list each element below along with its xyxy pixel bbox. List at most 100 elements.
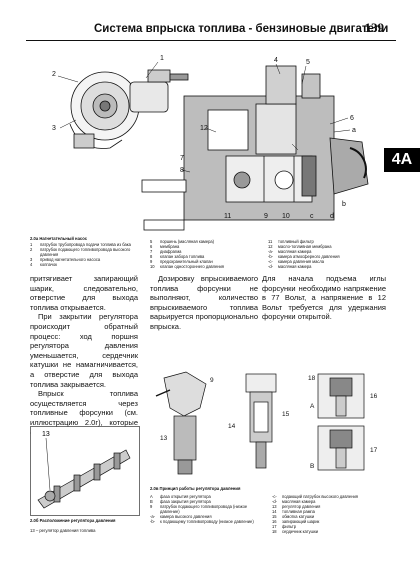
legend-key: 2 [30, 247, 33, 252]
fig3-legend-col2: -c-подающий патрубок высокого давления -… [272, 494, 386, 534]
legend-key: -d- [272, 499, 278, 504]
legend-value: мембрана [160, 244, 180, 249]
fig3-caption: 2.0в Принцип работы регулятора давления [150, 486, 241, 491]
fig1-caption: 2.0а Нагнетательный насос [30, 236, 88, 241]
legend-value: запирающий шарик [282, 519, 320, 524]
legend-key: B [150, 499, 153, 504]
text-column-2: Дозировку впрыскиваемого топлива форсунк… [150, 274, 258, 332]
callout-B: B [310, 463, 314, 470]
callout-2: 2 [52, 71, 56, 78]
legend-value: патрубок подающего топливопровода высоко… [40, 247, 131, 257]
callout-5: 5 [306, 59, 310, 66]
callout-d: d [330, 213, 334, 220]
fig2-caption: 2.0б Расположение регулятора давления [30, 518, 116, 523]
callout-8: 8 [180, 167, 184, 174]
section-tab: 4A [384, 148, 420, 172]
fig1-legend-col1: 1 патрубок трубопровода подачи топлива из… [30, 242, 138, 267]
callout-lines [57, 61, 351, 173]
legend-value: топливный фильтр [278, 239, 314, 244]
fig2-legend: 13 – регулятор давления топлива [30, 528, 96, 533]
legend-key: -c- [272, 494, 277, 499]
legend-value: фаза закрытия регулятора [160, 499, 211, 504]
legend-key: 17 [272, 524, 277, 529]
legend-key: 9 [150, 259, 153, 264]
callout-c: c [310, 213, 314, 220]
callout-b: b [342, 201, 346, 208]
callout-6: 6 [350, 115, 354, 122]
legend-value: клапан забора топлива [160, 254, 205, 259]
pump-section [141, 65, 369, 231]
legend-key: 3 [30, 257, 33, 262]
legend-key: 11 [268, 239, 273, 244]
fig1-legend-col3: 11 топливный фильтр 12 масло-топливная мем… [268, 239, 380, 269]
legend-key: 8 [150, 254, 153, 259]
callout-labels: 1 2 3 4 5 6 7 8 9 10 11 12 a b c d [52, 55, 356, 220]
legend-value: камера давления масла [278, 259, 325, 264]
legend-value: сердечник катушки [282, 529, 319, 534]
regulator-principle-diagram: 9 13 14 15 16 17 18 A B [155, 371, 378, 475]
callout-9: 9 [264, 213, 268, 220]
legend-key: 10 [150, 264, 155, 269]
page-number: 139 [364, 20, 385, 35]
callout-12: 12 [200, 125, 208, 132]
legend-value: привод нагнетательного насоса [40, 257, 101, 262]
legend-value: клапан одностороннего давления [160, 264, 225, 269]
legend-value: патрубок трубопровода подачи топлива из … [40, 242, 131, 247]
legend-value: обмотка катушки [282, 514, 315, 519]
callout-4: 4 [274, 57, 278, 64]
legend-key: -d- [268, 264, 274, 269]
paragraph: Дозировку впрыскиваемого топлива форсунк… [150, 274, 258, 331]
legend-value: масляная камера [278, 249, 312, 254]
callout-17: 17 [370, 447, 378, 454]
legend-value: фаза открытия регулятора [160, 494, 211, 499]
legend-value: колпачок [40, 262, 58, 267]
page-header: Система впрыска топлива - бензиновые дви… [26, 20, 396, 41]
pump-diagram: 1 2 3 4 5 6 7 8 9 10 11 12 a b c d [52, 55, 369, 231]
legend-key: A [150, 494, 153, 499]
callout-13: 13 [160, 435, 168, 442]
legend-value: масло-топливная мембрана [278, 244, 332, 249]
callout-1: 1 [160, 55, 164, 62]
legend-key: 5 [150, 239, 153, 244]
legend-key: 14 [272, 509, 277, 514]
legend-key: 4 [30, 262, 33, 267]
callout-3: 3 [52, 125, 56, 132]
legend-key: 9 [150, 504, 153, 509]
legend-key: -a- [150, 514, 156, 519]
legend-value: масляная камера [282, 499, 316, 504]
legend-key: -a- [268, 249, 274, 254]
legend-key: 13 [272, 504, 277, 509]
page-title: Система впрыска топлива - бензиновые дви… [94, 23, 389, 35]
callout-11: 11 [224, 213, 231, 220]
legend-key: 12 [268, 244, 273, 249]
legend-value: камера атмосферного давления [278, 254, 340, 259]
legend-value: топливная рампа [282, 509, 315, 514]
regulator-location-diagram: 13 [30, 426, 140, 516]
callout-16: 16 [370, 393, 378, 400]
legend-value: регулятор давления [282, 504, 321, 509]
legend-key: -c- [268, 259, 273, 264]
legend-value: камера высокого давления [160, 514, 212, 519]
legend-key: 1 [30, 242, 33, 247]
legend-value: масляная камера [278, 264, 312, 269]
legend-value: фильтр [282, 524, 297, 529]
legend-key: 6 [150, 244, 153, 249]
callout-14: 14 [228, 423, 236, 430]
legend-value: подающий патрубок высокого давления [282, 494, 358, 499]
legend-value: патрубок подающего топливопровода (низко… [160, 504, 248, 514]
callout-7: 7 [180, 155, 184, 162]
pump-sketch [69, 69, 189, 149]
legend-key: -b- [150, 519, 156, 524]
legend-value: поршень (масляная камера) [160, 239, 215, 244]
callout-13: 13 [42, 431, 50, 438]
text-column-1: притягивает запирающий шарик, следовател… [30, 274, 138, 447]
callout-18: 18 [308, 375, 316, 382]
legend-key: -b- [268, 254, 274, 259]
callout-15: 15 [282, 411, 290, 418]
legend-key: 18 [272, 529, 277, 534]
callout-a: a [352, 127, 356, 134]
legend-value: предохранительный клапан [160, 259, 213, 264]
legend-key: 16 [272, 519, 277, 524]
